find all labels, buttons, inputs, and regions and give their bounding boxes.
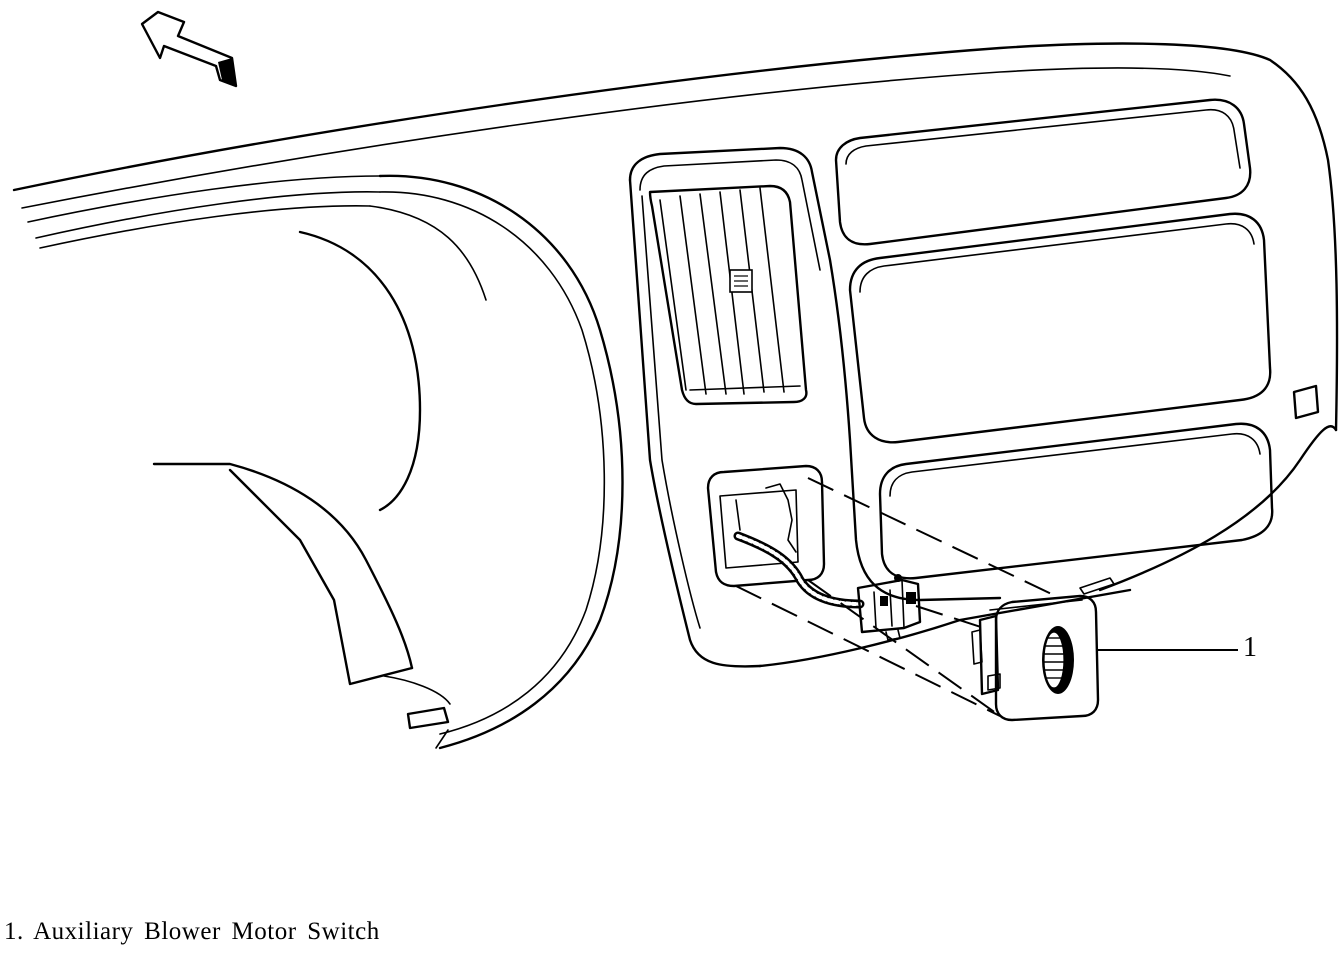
air-vent xyxy=(648,184,808,406)
installation-guide-lines xyxy=(735,477,1061,717)
center-bezel xyxy=(628,146,1338,668)
forward-arrow-icon xyxy=(140,10,238,88)
dashboard-top-edge xyxy=(12,42,1339,432)
legend-item-1: 1. Auxiliary Blower Motor Switch xyxy=(4,918,380,945)
blower-speed-knob-icon xyxy=(1042,626,1074,694)
harness-connector xyxy=(856,574,922,641)
switch-opening xyxy=(706,464,826,588)
auxiliary-blower-motor-switch xyxy=(971,594,1100,722)
radio-openings xyxy=(834,98,1320,595)
instrument-cluster-hood xyxy=(152,174,624,750)
wiring-harness xyxy=(733,531,865,609)
callout-number-1: 1 xyxy=(1243,632,1257,663)
